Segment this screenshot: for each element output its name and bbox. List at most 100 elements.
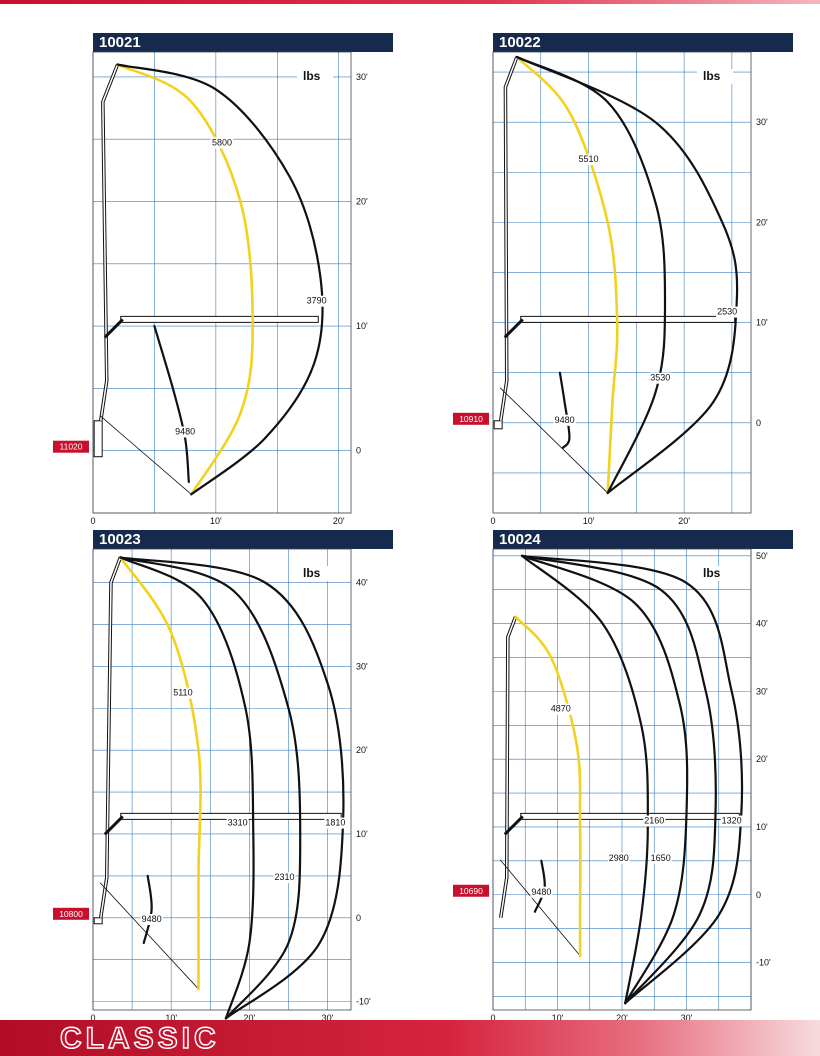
base-height-tag: 10800 (53, 907, 89, 920)
load-curve-3310 (119, 556, 255, 1020)
chart-title: 10023 (93, 530, 393, 549)
base-height-label: 11020 (59, 442, 82, 452)
data-label-backdrop (211, 137, 233, 149)
data-label-3790: 3790 (307, 296, 327, 306)
data-label-backdrop (226, 817, 249, 829)
crane-silhouette (93, 63, 319, 495)
y-tick-label: -10' (356, 997, 371, 1007)
y-tick-label: 30' (756, 686, 768, 696)
unit-label-backdrop (697, 69, 733, 84)
top-stripe (0, 0, 820, 4)
data-label-backdrop (607, 852, 630, 864)
grid (92, 549, 351, 1010)
x-tick-label: 10' (552, 1013, 564, 1023)
y-tick-label: 0 (356, 446, 361, 456)
load-curve-5110 (119, 556, 202, 991)
unit-label-backdrop (697, 566, 733, 581)
unit-label-backdrop (297, 566, 333, 581)
data-label-2530: 2530 (717, 307, 737, 317)
base-height-tag: 10910 (453, 412, 489, 425)
data-label-backdrop (720, 815, 743, 827)
unit-label: lbs (303, 69, 321, 83)
data-label-backdrop (174, 426, 197, 438)
data-label-2310: 2310 (275, 872, 295, 882)
data-label-backdrop (549, 703, 572, 715)
brand-logo: CLASSIC (59, 1021, 220, 1056)
data-label-5800: 5800 (212, 137, 232, 147)
y-tick-label: 30' (356, 661, 368, 671)
data-label-backdrop (716, 306, 739, 318)
load-curve-9480 (153, 325, 190, 483)
load-curve-3530 (515, 55, 667, 495)
load-curve-2530 (515, 55, 739, 495)
base-height-tag-bg (453, 884, 489, 897)
base-height-tag-bg (53, 440, 89, 453)
unit-label: lbs (303, 566, 321, 580)
x-tick-label: 20' (333, 516, 345, 526)
base-height-tag-bg (453, 412, 489, 425)
unit-label: lbs (703, 69, 721, 83)
load-curve-5800 (116, 63, 255, 496)
chart-title: 10021 (93, 33, 393, 52)
data-label-backdrop (273, 872, 296, 884)
data-label-3310: 3310 (228, 818, 248, 828)
x-tick-label: 30' (681, 1013, 693, 1023)
unit-label: lbs (703, 566, 721, 580)
load-curve-1650 (520, 554, 717, 1005)
x-tick-label: 0 (90, 516, 95, 526)
data-label-1320: 1320 (722, 816, 742, 826)
y-tick-label: 20' (756, 217, 768, 227)
grid (92, 52, 351, 514)
load-curve-3790 (116, 63, 324, 496)
data-label-backdrop (643, 815, 666, 827)
data-label-2160: 2160 (644, 816, 664, 826)
data-label-1810: 1810 (325, 818, 345, 828)
load-curve-9480 (142, 874, 153, 944)
data-label-9480: 9480 (555, 415, 575, 425)
y-tick-label: 40' (356, 578, 368, 588)
y-tick-label: 20' (356, 197, 368, 207)
data-label-5510: 5510 (579, 154, 599, 164)
load-curve-4870 (514, 615, 582, 958)
y-tick-label: 10' (356, 829, 368, 839)
x-tick-label: 0 (490, 516, 495, 526)
grid (492, 549, 752, 1010)
y-tick-label: 10' (756, 318, 768, 328)
load-curve-5510 (515, 55, 619, 495)
x-tick-label: 20' (243, 1013, 255, 1023)
x-tick-label: 10' (165, 1013, 177, 1023)
data-label-backdrop (553, 414, 576, 426)
base-height-tag: 10690 (453, 884, 489, 897)
x-tick-label: 0 (490, 1013, 495, 1023)
y-tick-label: -10' (756, 958, 771, 968)
base-height-tag: 11020 (53, 440, 89, 453)
chart-title: 10022 (493, 33, 793, 52)
footer-bar: CLASSIC (0, 1020, 820, 1056)
load-curve-2160 (520, 554, 689, 1005)
data-label-9480: 9480 (142, 914, 162, 924)
data-label-9480: 9480 (531, 887, 551, 897)
y-tick-label: 10' (756, 822, 768, 832)
crane-silhouette (493, 56, 736, 494)
base-height-label: 10800 (59, 909, 83, 919)
y-tick-label: 30' (356, 72, 368, 82)
data-label-3530: 3530 (650, 373, 670, 383)
x-tick-label: 20' (616, 1013, 628, 1023)
data-label-5110: 5110 (173, 688, 192, 698)
y-tick-label: 0 (756, 418, 761, 428)
crane-silhouette (499, 616, 740, 957)
data-label-backdrop (324, 817, 347, 829)
plot-frame (92, 548, 352, 1011)
x-tick-label: 0 (90, 1013, 95, 1023)
load-curve-1320 (520, 554, 744, 1005)
load-curve-1810 (119, 556, 345, 1020)
data-label-4870: 4870 (551, 704, 571, 714)
y-tick-label: 0 (756, 890, 761, 900)
